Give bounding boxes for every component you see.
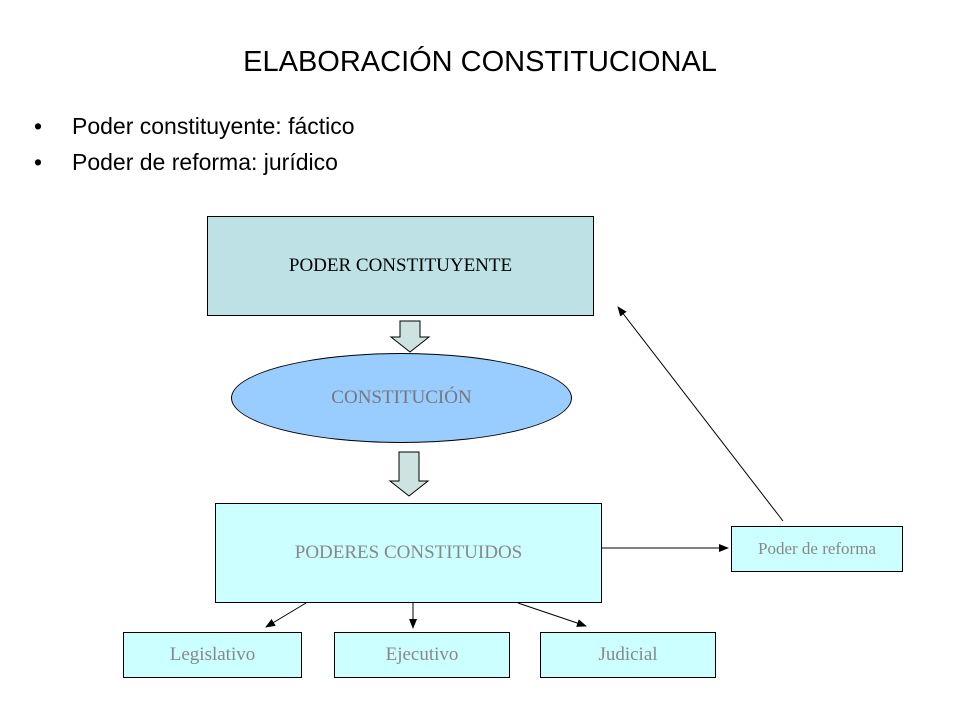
judicial-box: Judicial (540, 632, 716, 678)
bullet-item: • Poder de reforma: jurídico (34, 144, 355, 180)
bullet-list: • Poder constituyente: fáctico • Poder de … (34, 108, 355, 180)
bullet-dot-icon: • (34, 113, 43, 139)
poderes-constituidos-box: PODERES CONSTITUIDOS (215, 503, 602, 603)
bullet-item: • Poder constituyente: fáctico (34, 108, 355, 144)
arrow-to-judicial (517, 602, 587, 627)
constitucion-ellipse: CONSTITUCIÓN (231, 353, 572, 443)
poder-constituyente-box: PODER CONSTITUYENTE (207, 216, 594, 316)
legislativo-box: Legislativo (123, 632, 302, 678)
bullet-text: Poder de reforma: jurídico (72, 149, 338, 175)
ejecutivo-box: Ejecutivo (334, 632, 510, 678)
slide-title: ELABORACIÓN CONSTITUCIONAL (243, 46, 717, 78)
arrow-reforma-to-constituyente (617, 306, 784, 522)
arrow-to-legislativo (265, 602, 307, 628)
block-arrow-down (389, 320, 431, 353)
poder-de-reforma-box: Poder de reforma (731, 526, 903, 572)
bullet-dot-icon: • (34, 149, 43, 175)
bullet-text: Poder constituyente: fáctico (72, 113, 355, 139)
block-arrow-down (388, 451, 430, 497)
